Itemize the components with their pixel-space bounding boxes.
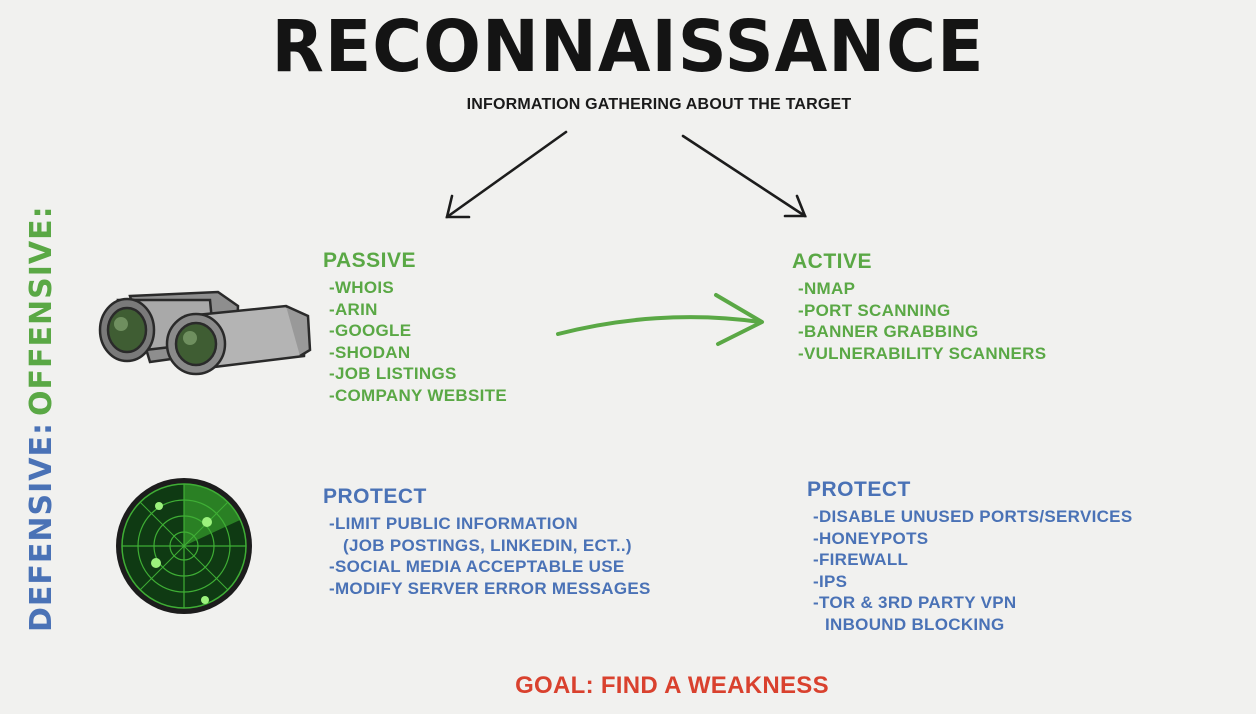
list-item: INBOUND BLOCKING — [825, 614, 1005, 634]
list-item: -LIMIT PUBLIC INFORMATION — [329, 514, 578, 533]
active-list: -NMAP -PORT SCANNING -BANNER GRABBING -V… — [792, 278, 1046, 364]
list-item: -WHOIS — [329, 278, 395, 297]
arrow-passive-to-active — [556, 293, 764, 346]
active-heading: ACTIVE — [792, 250, 873, 273]
list-item: (JOB POSTINGS, LINKEDIN, ECT..) — [343, 535, 632, 555]
active-protect-section: PROTECT -DISABLE UNUSED PORTS/SERVICES -… — [807, 478, 1132, 635]
list-item: -DISABLE UNUSED PORTS/SERVICES — [813, 507, 1133, 526]
list-item: -IPS — [813, 571, 848, 591]
list-item: -TOR & 3RD PARTY VPN — [813, 593, 1017, 612]
list-item: -ARIN — [329, 299, 378, 319]
list-item: -PORT SCANNING — [798, 300, 951, 320]
passive-heading: PASSIVE — [323, 249, 416, 272]
list-item: -COMPANY WEBSITE — [329, 385, 507, 405]
active-section: ACTIVE -NMAP -PORT SCANNING -BANNER GRAB… — [792, 250, 1046, 364]
list-item: -FIREWALL — [813, 550, 909, 569]
list-item: -GOOGLE — [329, 321, 412, 340]
arrow-to-active — [681, 134, 807, 218]
binoculars-icon — [98, 290, 312, 376]
list-item: -MODIFY SERVER ERROR MESSAGES — [329, 578, 651, 598]
passive-protect-heading: PROTECT — [323, 485, 427, 508]
page-title: RECONNAISSANCE — [271, 6, 985, 89]
defensive-label: DEFENSIVE: — [24, 422, 59, 632]
list-item: -HONEYPOTS — [813, 528, 929, 548]
passive-protect-section: PROTECT -LIMIT PUBLIC INFORMATION (JOB P… — [323, 485, 651, 599]
passive-section: PASSIVE -WHOIS -ARIN -GOOGLE -SHODAN -JO… — [323, 249, 507, 406]
list-item: -SHODAN — [329, 342, 411, 362]
radar-icon — [116, 478, 252, 614]
passive-protect-list: -LIMIT PUBLIC INFORMATION (JOB POSTINGS,… — [323, 513, 651, 599]
active-protect-list: -DISABLE UNUSED PORTS/SERVICES -HONEYPOT… — [807, 506, 1132, 635]
passive-list: -WHOIS -ARIN -GOOGLE -SHODAN -JOB LISTIN… — [323, 277, 507, 406]
list-item: -BANNER GRABBING — [798, 322, 979, 341]
list-item: -SOCIAL MEDIA ACCEPTABLE USE — [329, 557, 625, 576]
active-protect-heading: PROTECT — [807, 478, 911, 501]
arrow-to-passive — [445, 130, 568, 219]
offensive-label: OFFENSIVE: — [24, 205, 59, 416]
list-item: -NMAP — [798, 279, 856, 298]
list-item: -VULNERABILITY SCANNERS — [798, 343, 1047, 363]
list-item: -JOB LISTINGS — [329, 364, 457, 383]
page-subtitle: INFORMATION GATHERING ABOUT THE TARGET — [466, 96, 852, 113]
goal-text: GOAL: FIND A WEAKNESS — [515, 672, 829, 699]
